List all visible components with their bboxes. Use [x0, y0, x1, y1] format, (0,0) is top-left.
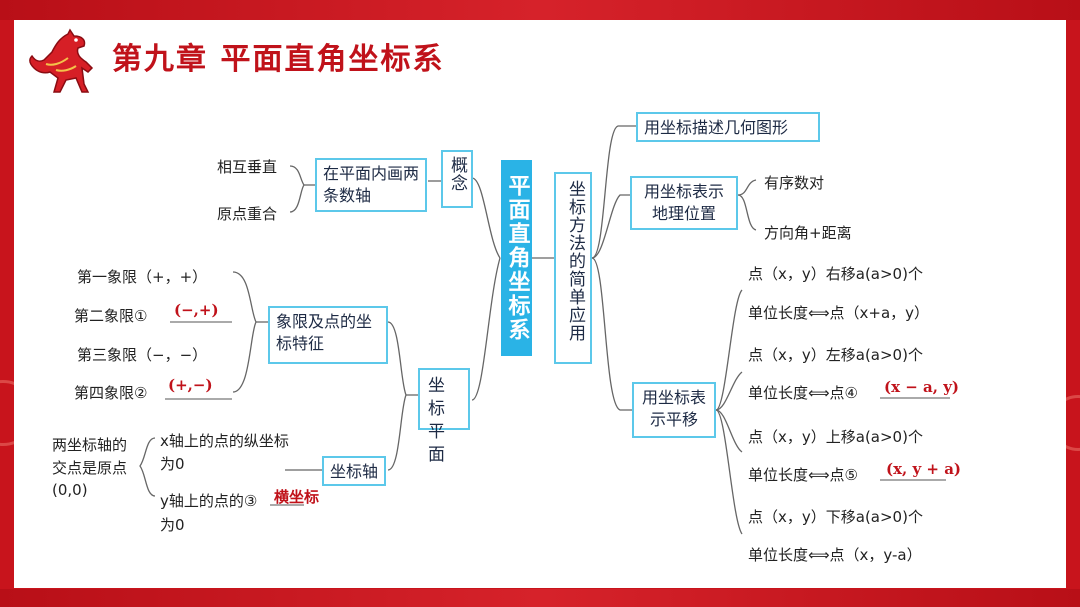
translation-row: 单位长度⟺点⑤: [748, 464, 858, 485]
quadrant-4: 第四象限②: [74, 382, 147, 403]
geo-location-box: 用坐标表示地理位置: [630, 176, 738, 230]
origin-note: 两坐标轴的交点是原点(0,0): [52, 434, 132, 502]
answer-translation-4: (x − a, y): [884, 378, 959, 396]
quadrant-3: 第三象限（−，−）: [77, 344, 207, 365]
x-axis-item: x轴上的点的纵坐标为0: [160, 430, 300, 477]
center-topic: 平面直角坐标系: [501, 160, 532, 356]
translation-row: 点（x，y）上移a(a>0)个: [748, 426, 923, 447]
coordinate-plane-box: 坐标平面: [418, 368, 470, 430]
translation-row: 点（x，y）下移a(a>0)个: [748, 506, 923, 527]
translation-row: 点（x，y）右移a(a>0)个: [748, 263, 923, 284]
describe-geometry-box: 用坐标描述几何图形: [636, 112, 820, 142]
translation-box: 用坐标表示平移: [632, 382, 716, 438]
translation-row: 单位长度⟺点（x，y-a）: [748, 544, 922, 565]
translation-row: 单位长度⟺点（x+a，y）: [748, 302, 929, 323]
concept-label-box: 概念: [441, 150, 473, 208]
answer-y-axis: 横坐标: [274, 486, 319, 507]
answer-quadrant-2: (−,+): [174, 301, 219, 319]
geo-item-ordered-pair: 有序数对: [764, 172, 824, 193]
geo-item-direction: 方向角+距离: [764, 222, 852, 243]
quadrant-2: 第二象限①: [74, 305, 147, 326]
y-axis-item: y轴上的点的③: [160, 490, 257, 511]
answer-translation-5: (x, y + a): [886, 460, 961, 478]
quadrant-1: 第一象限（+，+）: [77, 266, 207, 287]
translation-row: 单位长度⟺点④: [748, 382, 858, 403]
concept-item-perpendicular: 相互垂直: [217, 156, 277, 177]
concept-item-origin: 原点重合: [217, 203, 277, 224]
quadrant-feature-box: 象限及点的坐标特征: [268, 306, 388, 364]
answer-quadrant-4: (+,−): [168, 376, 213, 394]
method-box: 坐标方法的简单应用: [554, 172, 592, 364]
y-axis-item-end: 为0: [160, 514, 185, 535]
translation-row: 点（x，y）左移a(a>0)个: [748, 344, 923, 365]
concept-definition-box: 在平面内画两条数轴: [315, 158, 427, 212]
axis-box: 坐标轴: [322, 456, 386, 486]
